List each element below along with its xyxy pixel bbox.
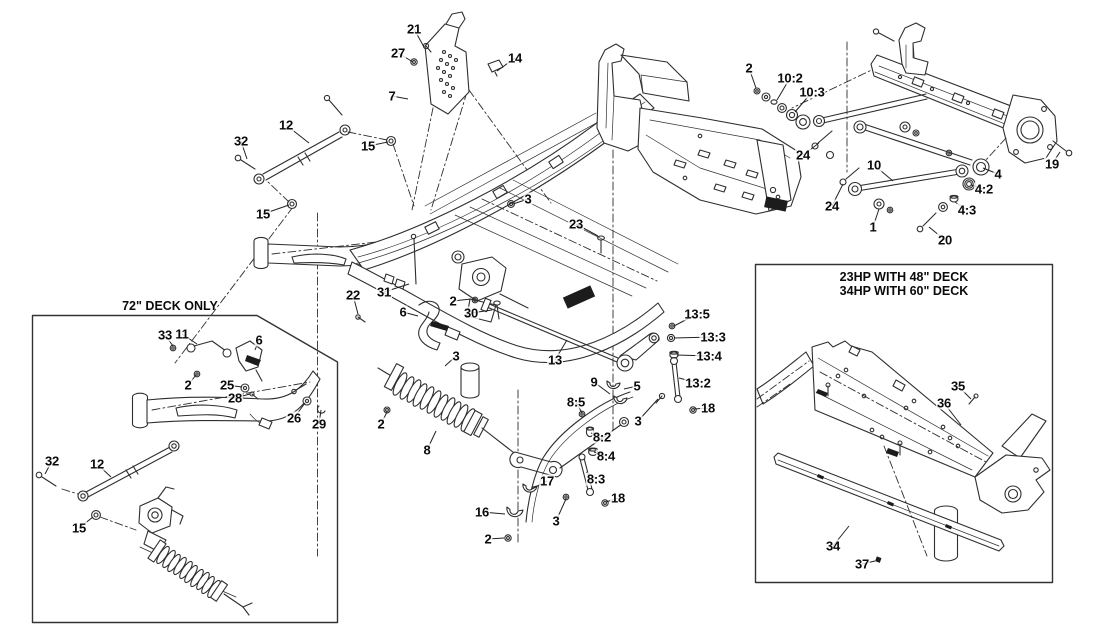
callout-4-3: 4:3 [956,202,978,218]
inset-hp-title: 23HP WITH 48" DECK 34HP WITH 60" DECK [840,270,969,298]
callout-18: 18 [609,490,627,506]
callout-32: 32 [232,133,250,149]
callout-2: 2 [376,416,386,432]
callout-13: 13 [546,352,564,368]
main-frame [253,43,802,399]
callout-27: 27 [389,45,407,61]
inset-hp-box [754,263,1054,584]
callout-23: 23 [567,216,585,232]
callout-14: 14 [506,50,524,66]
callout-31: 31 [375,284,393,300]
callout-7: 7 [387,88,397,104]
callout-8-5: 8:5 [565,394,587,410]
callout-34: 34 [824,538,842,554]
callout-26: 26 [285,410,303,426]
callout-13-5: 13:5 [683,306,711,322]
inset-72-box [31,314,339,624]
callout-3: 3 [633,413,643,429]
callout-21: 21 [405,21,423,37]
callout-17: 17 [538,473,556,489]
callout-12: 12 [88,456,106,472]
callout-16: 16 [473,504,491,520]
callout-13-3: 13:3 [699,329,727,345]
callout-32: 32 [43,453,61,469]
spring-assembly [377,363,630,478]
callout-15: 15 [254,206,272,222]
callout-3: 3 [451,348,461,364]
callout-22: 22 [344,287,362,303]
callout-33: 33 [156,327,174,343]
callout-15: 15 [359,138,377,154]
callout-35: 35 [949,378,967,394]
callout-15: 15 [70,520,88,536]
callout-2: 2 [744,60,754,76]
callout-36: 36 [935,395,953,411]
inset-72-title: 72" DECK ONLY [122,299,218,313]
callout-24: 24 [794,147,812,163]
linkage-13 [480,297,697,414]
callout-3: 3 [551,513,561,529]
callout-2: 2 [483,531,493,547]
inset-72-art [35,340,326,616]
callout-19: 19 [1043,156,1061,172]
callout-37: 37 [853,556,871,572]
callout-30: 30 [462,305,480,321]
inset-hp-art [756,340,1051,563]
callout-4-2: 4:2 [973,181,995,197]
callout-10: 10 [865,157,883,173]
callout-13-4: 13:4 [695,348,723,364]
callout-8-3: 8:3 [585,471,607,487]
callout-13-2: 13:2 [684,375,712,391]
callout-2: 2 [448,293,458,309]
rear-axle [753,22,1073,233]
callout-28: 28 [226,390,244,406]
callout-2: 2 [183,377,193,393]
callout-5: 5 [632,378,642,394]
callout-12: 12 [277,117,295,133]
callout-6: 6 [398,304,408,320]
callout-20: 20 [936,232,954,248]
callout-29: 29 [310,416,328,432]
callout-10-2: 10:2 [776,70,804,86]
callout-9: 9 [589,374,599,390]
callout-6: 6 [254,332,264,348]
callout-24: 24 [823,198,841,214]
callout-8: 8 [422,442,432,458]
callout-11: 11 [174,326,190,342]
callout-8-2: 8:2 [591,429,613,445]
callout-1: 1 [868,219,878,235]
tie-rod-12 [234,94,415,210]
inset-hp-title-line2: 34HP WITH 60" DECK [839,284,969,298]
callout-3: 3 [523,191,533,207]
inset-hp-title-line1: 23HP WITH 48" DECK [839,270,969,284]
callout-18: 18 [699,400,717,416]
callout-4: 4 [993,166,1003,182]
callout-10-3: 10:3 [798,84,826,100]
callout-8-4: 8:4 [595,448,617,464]
